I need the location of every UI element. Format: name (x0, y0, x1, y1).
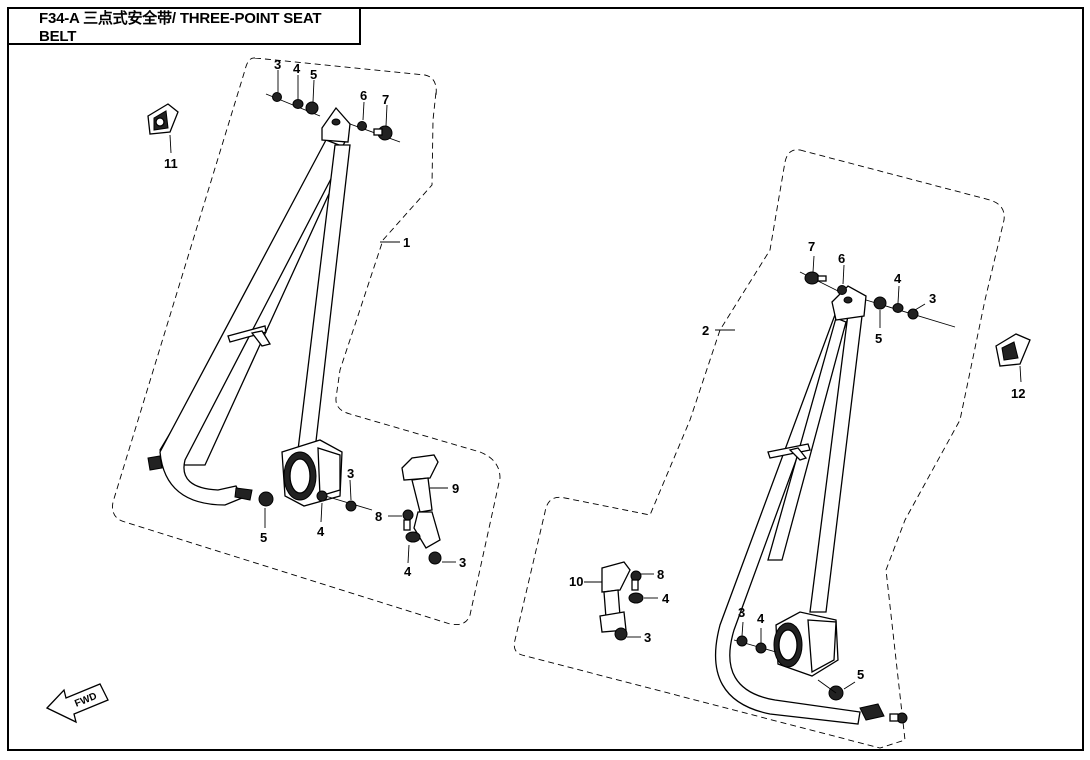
left-guide (227, 325, 267, 343)
left-belt-strap (159, 139, 348, 506)
diagram-frame (7, 7, 1084, 751)
callout-6: 6 (838, 251, 845, 266)
callout-3: 3 (929, 291, 936, 306)
callout-4: 4 (662, 591, 670, 606)
callout-4: 4 (757, 611, 765, 626)
callout-3: 3 (274, 57, 281, 72)
left-retractor-icon (281, 439, 343, 507)
bolt-icon (373, 125, 393, 141)
callout-3: 3 (347, 466, 354, 481)
left-boundary (112, 57, 501, 626)
washer-icon (292, 99, 304, 109)
nut-icon (428, 551, 442, 565)
right-belt-cross (767, 317, 847, 561)
page-title: F34-A 三点式安全带/ THREE-POINT SEAT BELT (39, 10, 322, 45)
callout-9: 9 (452, 481, 459, 496)
right-retractor-icon (773, 611, 839, 677)
callout-4: 4 (894, 271, 902, 286)
callout-5: 5 (260, 530, 267, 545)
callout-10: 10 (569, 574, 583, 589)
callout-5: 5 (875, 331, 882, 346)
callout-11: 11 (164, 156, 178, 171)
bolt-icon (804, 271, 827, 285)
washer-icon (316, 490, 328, 502)
callout-4: 4 (317, 524, 325, 539)
washer-icon (892, 303, 904, 313)
callout-12: 12 (1011, 386, 1025, 401)
callout-5: 5 (857, 667, 864, 682)
callout-2: 2 (702, 323, 709, 338)
nut-icon (614, 627, 628, 641)
washer-icon (755, 642, 767, 654)
spacer-icon (305, 101, 319, 115)
callout-4: 4 (293, 61, 301, 76)
left-assembly: 3 4 5 6 7 1 11 3 5 4 9 8 4 3 (112, 57, 501, 626)
callout-7: 7 (808, 239, 815, 254)
fwd-arrow-icon: FWD (45, 683, 109, 724)
callout-6: 6 (360, 88, 367, 103)
bolt-icon (630, 570, 642, 591)
left-buckle-icon (401, 454, 441, 549)
washer-icon (405, 531, 421, 543)
callout-7: 7 (382, 92, 389, 107)
left-lower-bolt-icon (147, 455, 163, 471)
washer-icon (357, 121, 367, 131)
nut-icon (907, 308, 919, 320)
right-guide (767, 443, 811, 459)
right-belt-strap (714, 311, 861, 725)
right-end-anchor-icon (859, 703, 885, 721)
right-boundary (513, 149, 1005, 749)
nut-icon (272, 92, 282, 102)
washer-icon (837, 285, 847, 295)
bolt-icon (889, 712, 908, 724)
spacer-icon (873, 296, 887, 310)
callout-8: 8 (375, 509, 382, 524)
callout-5: 5 (310, 67, 317, 82)
spacer-icon (258, 491, 274, 507)
right-assembly: 7 6 4 3 5 2 12 10 8 4 3 3 4 5 (513, 149, 1031, 749)
nut-icon (736, 635, 748, 647)
title-box: F34-A 三点式安全带/ THREE-POINT SEAT BELT (7, 7, 361, 45)
left-trim-cover-icon (147, 103, 179, 135)
right-trim-cover-icon (995, 333, 1031, 367)
left-end-anchor-icon (234, 487, 253, 501)
right-buckle-icon (599, 561, 631, 633)
nut-icon (345, 500, 357, 512)
washer-icon (628, 592, 644, 604)
callout-3: 3 (644, 630, 651, 645)
callout-3: 3 (738, 605, 745, 620)
callout-1: 1 (403, 235, 410, 250)
bolt-icon (402, 509, 414, 531)
callout-3: 3 (459, 555, 466, 570)
callout-4: 4 (404, 564, 412, 579)
callout-8: 8 (657, 567, 664, 582)
